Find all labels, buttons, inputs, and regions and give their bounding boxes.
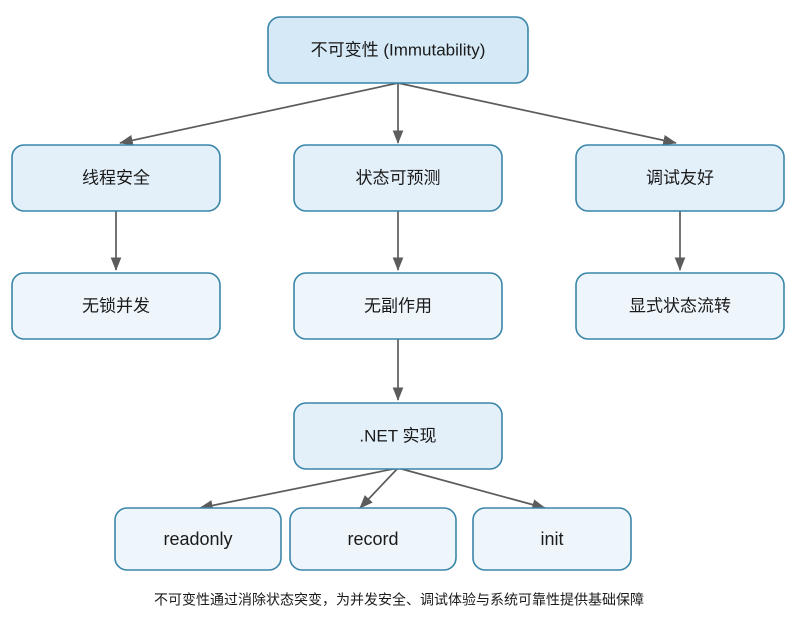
node-lock-free[interactable]: 无锁并发 — [11, 272, 221, 340]
node-no-side-effects-label: 无副作用 — [364, 296, 432, 315]
node-root[interactable]: 不可变性 (Immutability) — [267, 16, 529, 84]
node-state-predictable[interactable]: 状态可预测 — [293, 144, 503, 212]
diagram-caption: 不可变性通过消除状态突变，为并发安全、调试体验与系统可靠性提供基础保障 — [154, 592, 644, 608]
node-lock-free-shape — [11, 272, 221, 340]
node-state-predictable-shape — [293, 144, 503, 212]
node-explicit-state-flow-shape — [575, 272, 785, 340]
node-record-shape — [289, 507, 457, 571]
node-init-label: init — [540, 529, 563, 549]
node-record-label: record — [347, 529, 398, 549]
node-debug-friendly-label: 调试友好 — [646, 168, 714, 187]
edge-dotnet-impl-to-record — [359, 467, 399, 509]
node-dotnet-impl[interactable]: .NET 实现 — [293, 402, 503, 470]
node-no-side-effects[interactable]: 无副作用 — [293, 272, 503, 340]
node-state-predictable-label: 状态可预测 — [356, 168, 441, 187]
edge-group-root-to-benefits — [119, 82, 677, 146]
edge-dotnet-impl-to-readonly — [199, 467, 399, 511]
node-dotnet-impl-shape — [293, 402, 503, 470]
node-thread-safety-label: 线程安全 — [82, 168, 150, 187]
node-root-label: 不可变性 (Immutability) — [311, 40, 486, 59]
node-record[interactable]: record — [289, 507, 457, 571]
node-thread-safety[interactable]: 线程安全 — [11, 144, 221, 212]
node-root-shape — [267, 16, 529, 84]
node-readonly-label: readonly — [163, 529, 232, 549]
node-thread-safety-shape — [11, 144, 221, 212]
node-explicit-state-flow-label: 显式状态流转 — [629, 296, 731, 315]
node-lock-free-label: 无锁并发 — [82, 296, 150, 315]
node-readonly[interactable]: readonly — [114, 507, 282, 571]
node-no-side-effects-shape — [293, 272, 503, 340]
edge-root-to-thread-safety — [119, 82, 399, 146]
node-init-shape — [472, 507, 632, 571]
node-dotnet-impl-label: .NET 实现 — [359, 426, 436, 445]
node-debug-friendly[interactable]: 调试友好 — [575, 144, 785, 212]
node-debug-friendly-shape — [575, 144, 785, 212]
edge-root-to-debug-friendly — [397, 82, 677, 146]
node-readonly-shape — [114, 507, 282, 571]
node-init[interactable]: init — [472, 507, 632, 571]
edge-group-impl-to-features — [199, 467, 546, 511]
edge-dotnet-impl-to-init — [397, 467, 546, 510]
node-explicit-state-flow[interactable]: 显式状态流转 — [575, 272, 785, 340]
edge-group-benefits-to-outcomes — [110, 211, 686, 271]
